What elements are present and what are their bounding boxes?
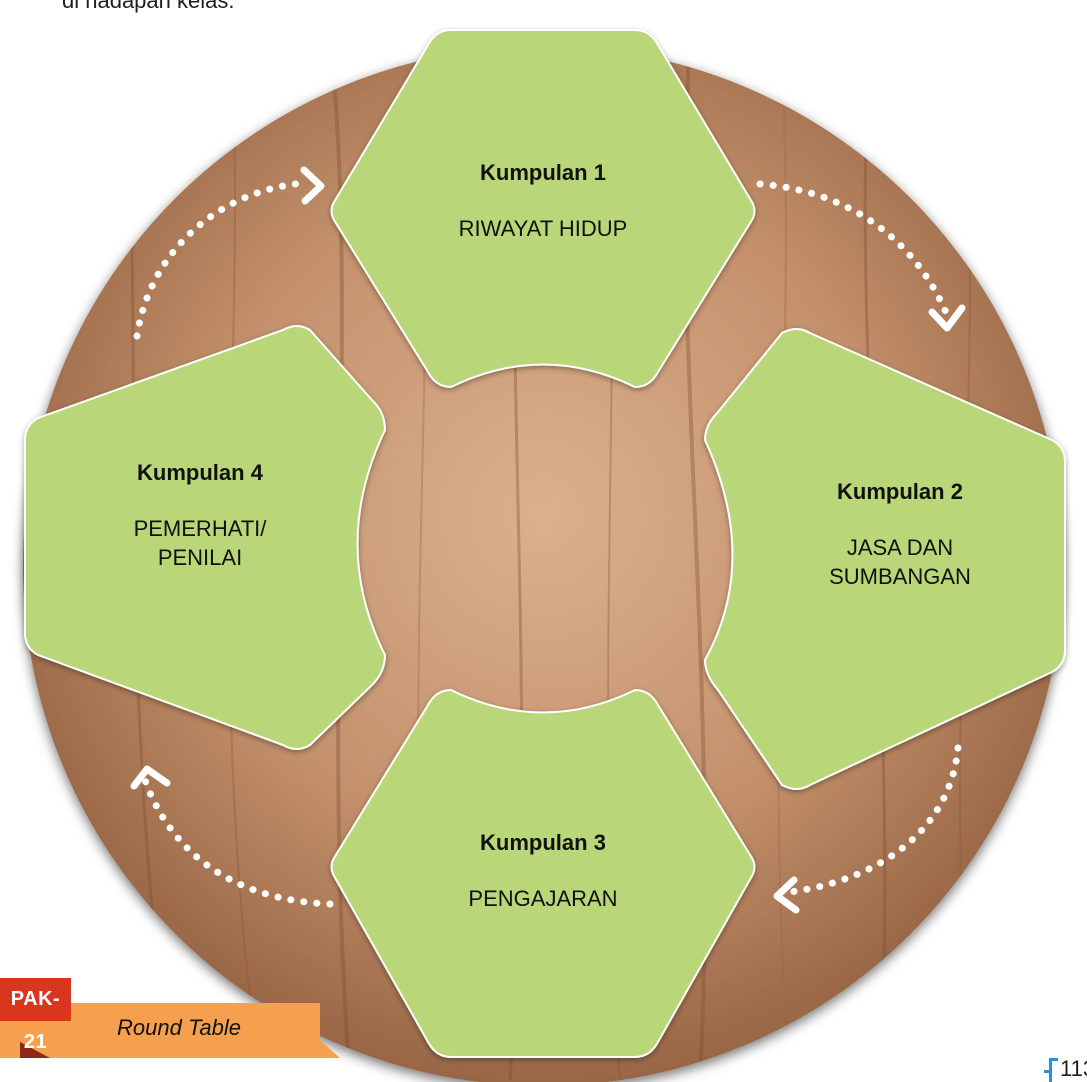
arrowhead-bottom-right [773, 876, 800, 914]
round-table-top [23, 46, 1063, 1082]
flow-arrows [133, 179, 962, 908]
hexagon-node-3 [330, 688, 756, 1058]
node-3-title: Kumpulan 3 [480, 830, 606, 855]
node-3-text: Kumpulan 3 PENGAJARAN [393, 828, 693, 913]
node-1-text: Kumpulan 1 RIWAYAT HIDUP [393, 158, 693, 243]
arrow-heads [130, 166, 966, 914]
node-4-title: Kumpulan 4 [137, 460, 263, 485]
node-1-title: Kumpulan 1 [480, 160, 606, 185]
node-4-subtitle: PEMERHATI/ PENILAI [133, 516, 267, 570]
page-number: 113 [1060, 1056, 1087, 1081]
page-corner-icon [1044, 1058, 1058, 1082]
node-4-text: Kumpulan 4 PEMERHATI/ PENILAI [60, 458, 340, 572]
hexagon-node-2 [703, 328, 1066, 790]
node-3-subtitle: PENGAJARAN [468, 886, 618, 911]
round-table-badge-shape [0, 1003, 340, 1058]
arrow-top-right [756, 180, 951, 319]
round-table-label: Round Table [117, 1015, 241, 1040]
node-1-subtitle: RIWAYAT HIDUP [458, 216, 628, 241]
node-2-subtitle: JASA DAN SUMBANGAN [829, 535, 971, 589]
intro-text-fragment: di hadapan kelas. [62, 0, 235, 13]
arrowhead-top-left [300, 166, 325, 205]
arrow-bottom-left [141, 776, 334, 908]
arrowhead-bottom-left [130, 765, 171, 790]
arrowhead-top-right [928, 304, 966, 332]
node-2-text: Kumpulan 2 JASA DAN SUMBANGAN [760, 477, 1040, 591]
hexagon-node-4 [24, 325, 387, 750]
arrow-bottom-right [786, 744, 962, 896]
node-2-title: Kumpulan 2 [837, 479, 963, 504]
hexagon-node-1 [330, 29, 756, 389]
pak21-badge: PAK-21 [0, 978, 71, 1053]
